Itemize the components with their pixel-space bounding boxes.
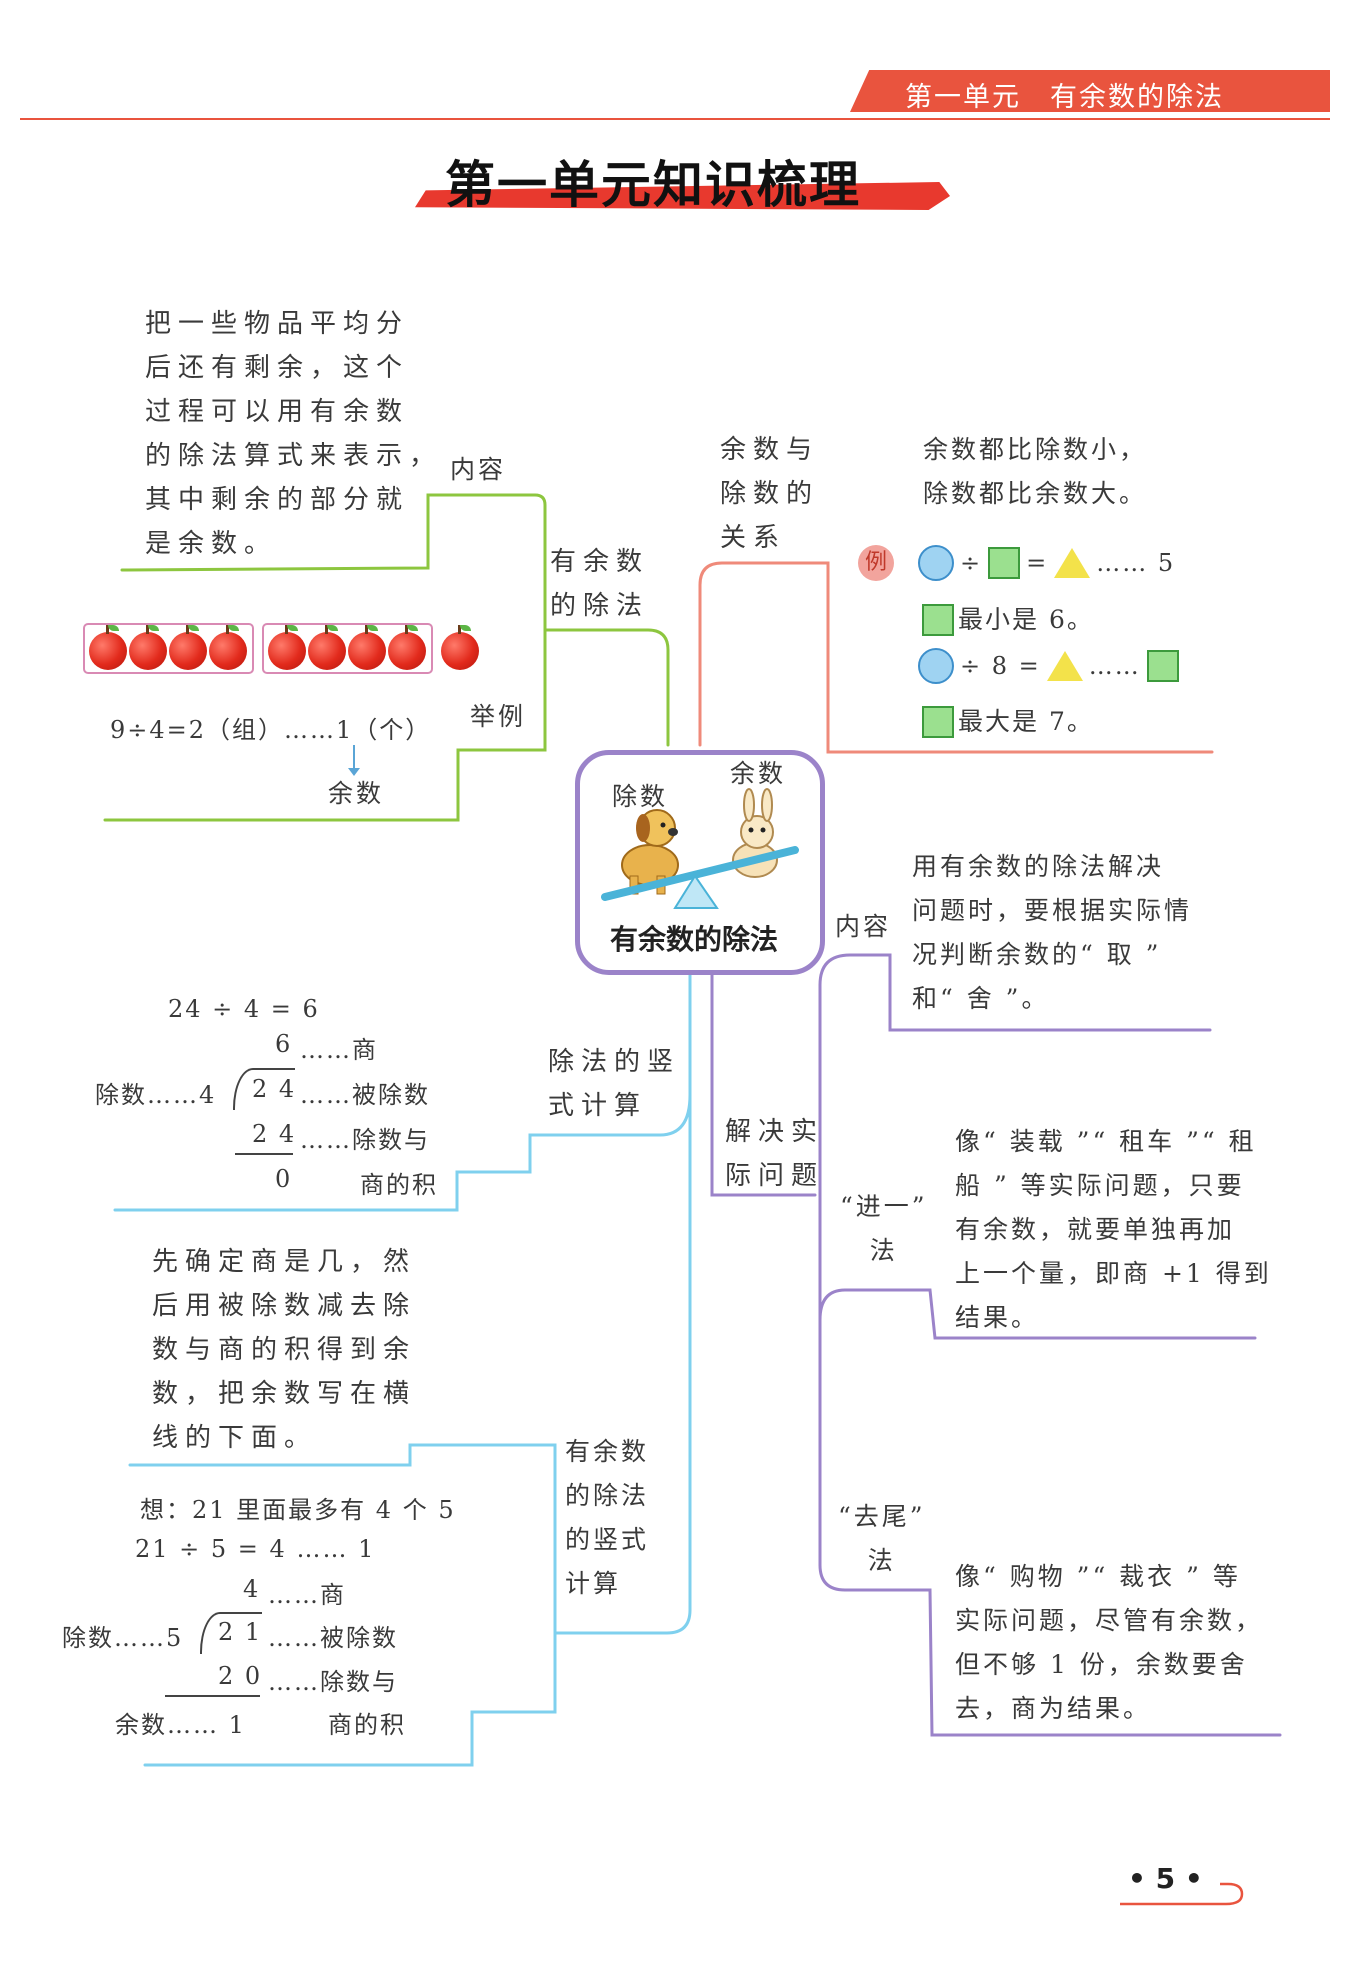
blue1-dividend-label: ……被除数 — [300, 1081, 430, 1109]
page-number-swoosh — [1120, 1882, 1244, 1906]
apple-icon — [308, 625, 346, 670]
page-number: • 5 • — [1128, 1862, 1203, 1895]
blue2-dividend-label: ……被除数 — [268, 1624, 398, 1652]
blue2-dividend: 2 1 — [218, 1618, 263, 1646]
jinyi-text: 像“ 装载 ”“ 租车 ”“ 租 船 ” 等实际问题，只要 有余数，就要单独再加… — [955, 1127, 1272, 1332]
header-divider — [20, 118, 1330, 120]
square-icon — [988, 547, 1021, 579]
subtraction-line — [235, 1153, 293, 1155]
blue1-quotient: 6 — [275, 1030, 293, 1058]
green-content-text: 把一些物品平均分 后还有剩余，这个 过程可以用有余数 的除法算式来表示， 其中剩… — [145, 309, 443, 559]
apple-group-2 — [262, 623, 433, 674]
unit-title: 第一单元 有余数的除法 — [905, 82, 1224, 113]
arrow-line — [353, 745, 355, 773]
apple-groups — [83, 623, 480, 674]
center-left-tag: 除数 — [612, 782, 669, 811]
blue2-remainder-label: 余数…… 1 — [115, 1711, 246, 1739]
blue1-divisor-label: 除数……4 — [95, 1081, 217, 1109]
green-branch-label: 有余数的除法 — [550, 547, 650, 621]
blue2-product-label2: 商的积 — [328, 1711, 406, 1739]
blue1-product: 2 4 — [252, 1120, 297, 1148]
example-badge: 例 — [858, 545, 894, 581]
blue2-divisor-label: 除数……5 — [62, 1624, 184, 1652]
seesaw-illustration — [601, 788, 799, 909]
green-example-equation: 9÷4=2（组）……1（个） — [110, 716, 432, 744]
blue1-product-label2: 商的积 — [360, 1171, 438, 1199]
circle-icon — [918, 648, 954, 684]
red-rule-text: 余数都比除数小， 除数都比余数大。 — [923, 435, 1148, 508]
red-eq1: ÷ = …… 5 — [918, 545, 1175, 581]
apple-icon — [129, 625, 167, 670]
blue2-method-text: 先确定商是几，然 后用被除数减去除 数与商的积得到余 数，把余数写在横 线的下面… — [152, 1247, 417, 1453]
blue2-equation: 21 ÷ 5 = 4 …… 1 — [135, 1535, 376, 1563]
green-example-label: 举例 — [470, 702, 527, 731]
blue2-branch-label: 有余数 的除法 的竖式 计算 — [565, 1437, 650, 1598]
purple-branch-label: 解决实 际问题 — [725, 1117, 825, 1191]
square-icon — [1146, 650, 1179, 682]
page-title: 第一单元知识梳理 — [445, 156, 861, 214]
jinyi-label: “进一” 法 — [840, 1192, 928, 1265]
blue2-quotient: 4 — [243, 1575, 261, 1603]
red-eq1-note: 最小是 6。 — [922, 598, 1094, 642]
purple-content-text: 用有余数的除法解决 问题时，要根据实际情 况判断余数的“ 取 ” 和“ 舍 ”。 — [912, 852, 1193, 1013]
center-right-tag: 余数 — [730, 759, 787, 788]
apple-icon — [89, 625, 127, 670]
blue1-product-label: ……除数与 — [300, 1126, 430, 1154]
blue1-equation: 24 ÷ 4 = 6 — [168, 995, 320, 1023]
blue1-dividend: 2 4 — [252, 1075, 297, 1103]
blue1-branch-label: 除法的竖 式计算 — [548, 1047, 681, 1121]
apple-group-1 — [83, 623, 254, 674]
triangle-icon — [1054, 548, 1091, 578]
apple-icon — [441, 625, 479, 670]
quwei-text: 像“ 购物 ”“ 裁衣 ” 等 实际问题，尽管有余数， 但不够 1 份，余数要舍… — [955, 1562, 1264, 1723]
green-content-label: 内容 — [450, 455, 507, 484]
square-icon — [922, 706, 954, 738]
apple-icon — [268, 625, 306, 670]
circle-icon — [918, 545, 954, 581]
blue1-quotient-label: ……商 — [300, 1036, 378, 1064]
red-branch-label: 余数与 除数的 关系 — [720, 435, 820, 553]
arrow-down-icon — [348, 768, 360, 776]
blue2-product-label: ……除数与 — [268, 1668, 398, 1696]
red-eq2-note: 最大是 7。 — [922, 700, 1094, 744]
subtraction-line — [165, 1695, 260, 1697]
center-node — [575, 750, 825, 975]
apple-icon — [169, 625, 207, 670]
header-band — [850, 70, 1330, 112]
quwei-label: “去尾” 法 — [838, 1502, 926, 1575]
blue2-quotient-label: ……商 — [268, 1581, 346, 1609]
green-example-note: 余数 — [328, 779, 385, 808]
apple-icon — [388, 625, 426, 670]
apple-icon — [348, 625, 386, 670]
apple-icon — [209, 625, 247, 670]
blue2-think: 想：21 里面最多有 4 个 5 — [140, 1496, 456, 1524]
triangle-icon — [1046, 651, 1083, 681]
center-label: 有余数的除法 — [610, 923, 779, 956]
red-eq2: ÷ 8 = …… — [918, 648, 1179, 684]
blue1-remainder: 0 — [275, 1165, 293, 1193]
blue2-product: 2 0 — [218, 1662, 263, 1690]
square-icon — [922, 604, 954, 636]
purple-content-label: 内容 — [835, 912, 892, 941]
